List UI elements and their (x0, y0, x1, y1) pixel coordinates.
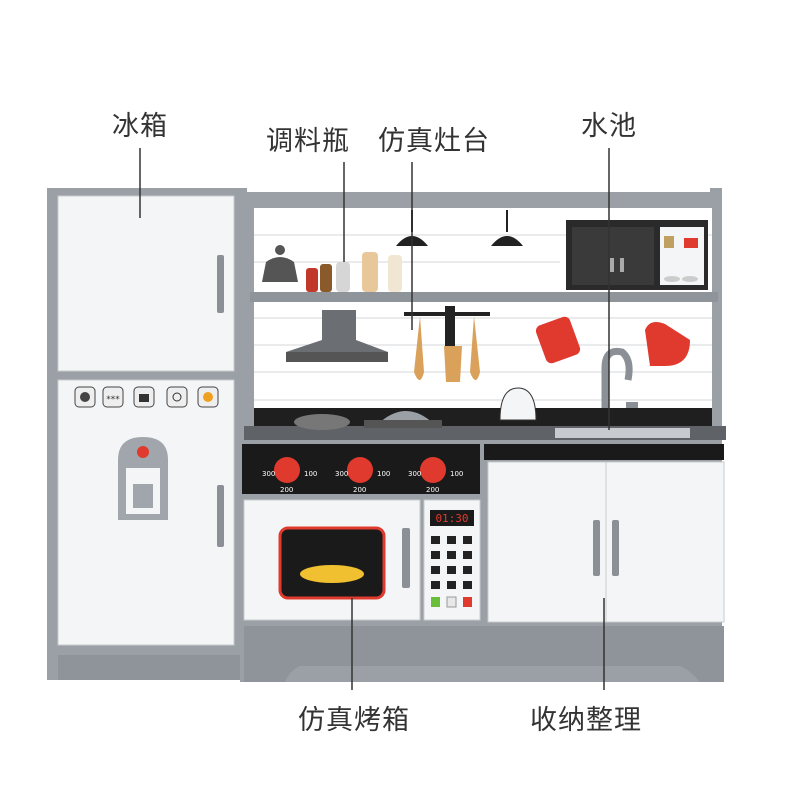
svg-text:***: *** (106, 395, 120, 405)
knob-label-300-2: 300 (335, 470, 348, 478)
oven-keypad (431, 536, 472, 589)
cabinet-handle-right (612, 520, 619, 576)
ladle-icon (470, 316, 480, 380)
oven-handle (402, 528, 410, 588)
oven-window (278, 526, 386, 600)
sink-basin (555, 428, 690, 438)
stove-knob-3: 300 100 200 (408, 457, 463, 494)
bread-icon (300, 565, 364, 583)
knob-label-300-1: 300 (262, 470, 275, 478)
knob-label-100-1: 100 (304, 470, 317, 478)
fridge: *** (47, 188, 247, 680)
label-storage: 收纳整理 (530, 705, 642, 736)
spice-shelf (250, 292, 718, 302)
teapot-icon (262, 257, 298, 282)
water-dispenser-icon (118, 437, 168, 520)
stove-knob-2: 300 100 200 (335, 457, 390, 494)
knob-label-100-2: 100 (377, 470, 390, 478)
label-fridge: 冰箱 (112, 111, 168, 142)
knob-label-100-3: 100 (450, 470, 463, 478)
pointer-lines (139, 148, 610, 690)
stove-knob-1: 300 100 200 (262, 457, 317, 494)
oven-mitt-icon (535, 316, 690, 366)
spatula-icon (414, 316, 424, 380)
label-stove: 仿真灶台 (378, 126, 490, 157)
oven-clock-text: 01:30 (435, 512, 468, 525)
knife-icon (444, 346, 462, 382)
range-hood (286, 310, 388, 352)
label-seasoning-bottles: 调料瓶 (266, 126, 350, 157)
seasoning-bottles (306, 252, 402, 292)
knob-label-200-1: 200 (280, 486, 293, 494)
fridge-handle-top (217, 255, 224, 313)
fridge-handle-bottom (217, 485, 224, 547)
knob-label-200-3: 200 (426, 486, 439, 494)
frying-pan-icon (294, 414, 350, 430)
label-oven: 仿真烤箱 (298, 705, 410, 736)
cabinet-handle-left (593, 520, 600, 576)
kitchen-body: 300 100 200 300 100 200 300 100 200 01:3… (240, 188, 726, 682)
pendant-light-right (491, 236, 523, 246)
fridge-control-panel: *** (74, 386, 219, 408)
label-sink: 水池 (581, 111, 637, 142)
oven-clock-display (430, 510, 474, 526)
knob-label-200-2: 200 (353, 486, 366, 494)
kettle-icon (499, 387, 537, 421)
knob-label-300-3: 300 (408, 470, 421, 478)
faucet-icon (601, 347, 633, 420)
